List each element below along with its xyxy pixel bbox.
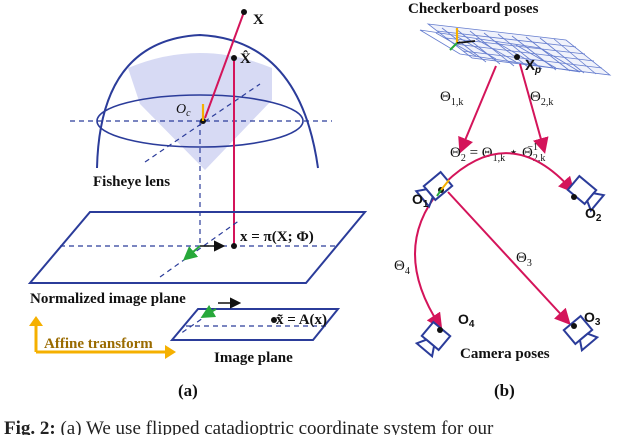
checkerboard-title: Checkerboard poses xyxy=(408,1,539,17)
normalized-plane-label: Normalized image plane xyxy=(30,291,186,307)
camera-1-icon xyxy=(414,170,454,209)
panel-a-label: (a) xyxy=(178,381,198,400)
theta-4-arc xyxy=(414,189,443,330)
camera-2-label: O2 xyxy=(585,205,602,224)
checkerboard-axis-black xyxy=(456,40,476,44)
camera-4-center xyxy=(437,327,443,333)
theta-3-label: Θ3 xyxy=(516,250,532,269)
optical-center-label: Oc xyxy=(176,102,191,119)
affine-arrow-head-right xyxy=(165,345,176,359)
normalized-image-plane xyxy=(27,211,368,284)
point-X-hat-label: X̂ xyxy=(240,50,251,67)
point-X-marker xyxy=(241,9,247,15)
camera-3-center xyxy=(571,323,577,329)
camera-4-label: O4 xyxy=(458,311,475,330)
affine-arrow xyxy=(34,323,168,354)
image-point-marker xyxy=(271,317,277,323)
camera-3-label: O3 xyxy=(584,309,601,328)
panel-b-label: (b) xyxy=(494,381,515,400)
camera-1-axis-orange xyxy=(440,179,450,191)
camera-3-icon xyxy=(562,314,600,353)
panel-b: Checkerboard poses xyxy=(394,1,612,400)
point-X-hat-marker xyxy=(231,55,237,61)
checkerboard-axis-green xyxy=(449,42,458,51)
camera-1-label: O1 xyxy=(412,191,429,210)
image-plane-y-axis-arrow xyxy=(200,304,217,319)
incoming-ray xyxy=(204,11,245,119)
image-plane-diag xyxy=(179,308,217,335)
camera-poses-label: Camera poses xyxy=(460,346,550,362)
theta-1k-arrow xyxy=(458,65,497,154)
camera-1-axis-green xyxy=(436,189,442,197)
panel-a: X X̂ Oc Fisheye lens x = π(X; Φ) Normali… xyxy=(27,9,368,400)
checkerboard-grid xyxy=(419,23,612,76)
fisheye-dome xyxy=(96,33,319,169)
caption-prefix: Fig. 2: xyxy=(4,418,56,435)
projected-point-marker xyxy=(231,243,237,249)
point-Xp-marker xyxy=(514,54,520,60)
camera-4-icon xyxy=(414,320,452,359)
theta-2-arc xyxy=(444,152,575,193)
theta-1k-label: Θ1,k xyxy=(440,89,463,108)
caption-text: (a) We use flipped catadioptric coordina… xyxy=(55,418,494,435)
image-plane-label: Image plane xyxy=(214,350,293,366)
figure-caption: Fig. 2: (a) We use flipped catadioptric … xyxy=(4,418,640,435)
projection-equation: x = π(X; Φ) xyxy=(240,229,314,245)
image-plane xyxy=(169,308,341,341)
fisheye-lens-label: Fisheye lens xyxy=(93,174,170,190)
theta-3-arrow xyxy=(447,191,571,325)
point-X-label: X xyxy=(253,12,264,28)
affine-equation: x̃ = A(x) xyxy=(276,312,327,328)
theta-4-label: Θ4 xyxy=(394,258,410,277)
lens-field-of-view xyxy=(128,53,272,170)
affine-arrow-head-up xyxy=(29,316,43,326)
theta-2k-label: Θ2,k xyxy=(530,89,553,108)
norm-plane-y-axis-arrow xyxy=(182,245,201,261)
theta-2k-arrow xyxy=(519,63,549,154)
camera-2-center xyxy=(571,194,577,200)
norm-plane-d-axis xyxy=(159,219,241,278)
point-Xp-label: Xp xyxy=(525,57,541,76)
affine-transform-label: Affine transform xyxy=(44,336,153,352)
